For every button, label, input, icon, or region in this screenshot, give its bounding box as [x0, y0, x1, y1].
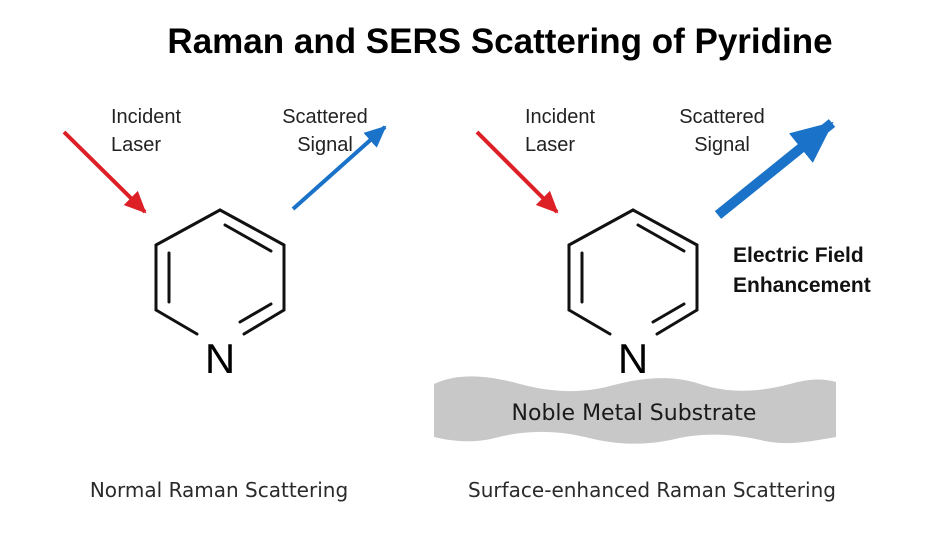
bond: [154, 308, 199, 336]
enhancement-label-line1: Electric Field: [733, 244, 864, 267]
double-bond: [636, 223, 686, 253]
enhancement-label-line2: Enhancement: [733, 274, 871, 297]
left-scattered-label-line1: Scattered: [282, 106, 368, 128]
left-scattered-label-line2: Signal: [297, 134, 353, 156]
right-nitrogen-atom: N: [618, 335, 648, 382]
right-panel: Incident Laser Scattered Signal Electric…: [434, 106, 871, 502]
right-enhanced-signal-arrow: [714, 119, 836, 219]
bond: [218, 208, 286, 247]
right-scattered-label-line1: Scattered: [679, 106, 765, 128]
bond: [242, 308, 286, 336]
bond: [567, 208, 635, 247]
left-panel: Incident Laser Scattered Signal N Normal…: [62, 106, 387, 502]
left-incident-label-line1: Incident: [111, 106, 181, 128]
noble-metal-substrate: [434, 376, 836, 444]
left-incident-laser-arrow: [62, 130, 147, 214]
substrate-label: Noble Metal Substrate: [512, 401, 757, 426]
left-caption: Normal Raman Scattering: [90, 478, 348, 502]
bond: [655, 308, 699, 336]
double-bond: [651, 302, 686, 324]
double-bond: [223, 223, 273, 253]
bond: [631, 208, 699, 247]
double-bond: [238, 302, 273, 324]
right-incident-label-line2: Laser: [525, 134, 575, 156]
page-title: Raman and SERS Scattering of Pyridine: [167, 22, 832, 61]
bond: [567, 308, 612, 336]
right-scattered-label-line2: Signal: [694, 134, 750, 156]
left-scattered-signal-arrow: [291, 125, 387, 211]
right-incident-label-line1: Incident: [525, 106, 595, 128]
bond: [154, 208, 222, 247]
right-pyridine-molecule: N: [567, 208, 699, 382]
left-nitrogen-atom: N: [205, 335, 235, 382]
left-incident-label-line2: Laser: [111, 134, 161, 156]
right-incident-laser-arrow: [475, 130, 559, 214]
left-pyridine-molecule: N: [154, 208, 286, 382]
right-caption: Surface-enhanced Raman Scattering: [468, 478, 836, 502]
